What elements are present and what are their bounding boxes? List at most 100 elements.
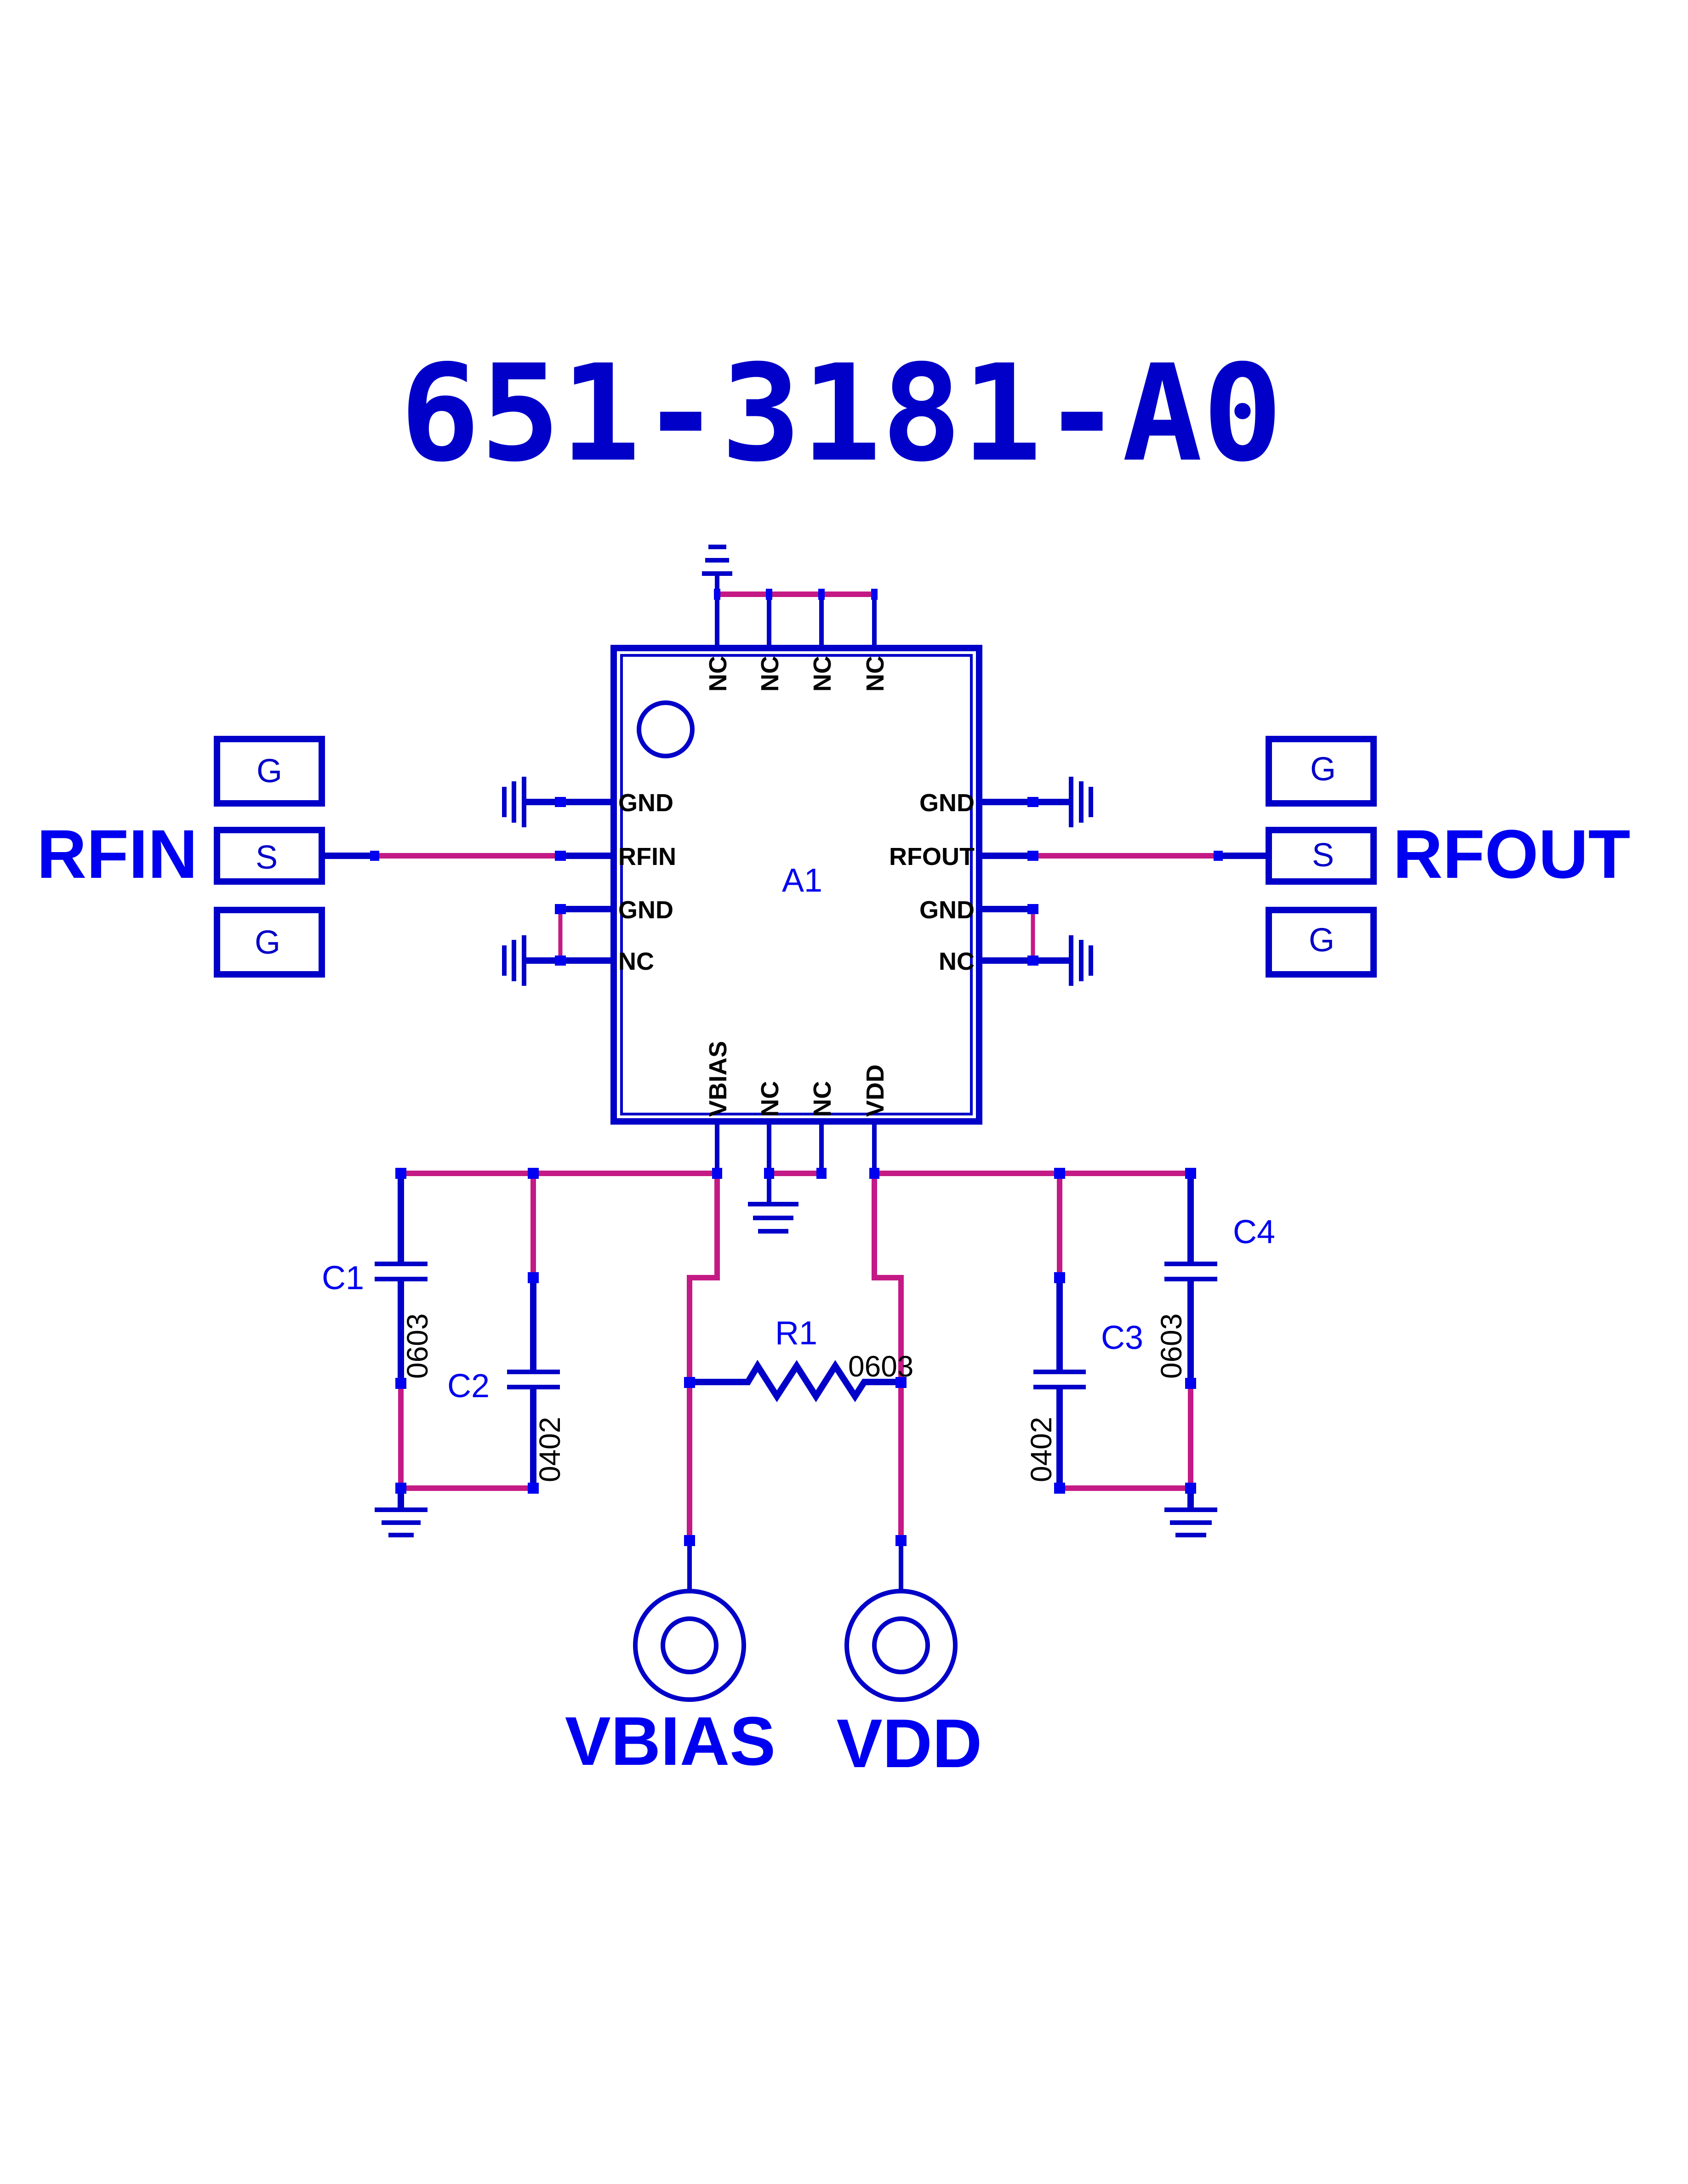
rfin-pad-g-top-label: G: [257, 753, 282, 790]
junction: [395, 1483, 406, 1494]
vdd-network: C3 0402 C4 0603: [874, 1168, 1275, 1537]
chip-a1[interactable]: A1 NC NC NC NC GND RFIN GND NC GND RFOUT…: [610, 645, 982, 1125]
pin-top-1-label: NC: [704, 656, 732, 692]
capacitor-c1[interactable]: C1 0603: [322, 1173, 434, 1383]
rfout-pad-g-top: [1266, 736, 1377, 807]
junction: [764, 1168, 774, 1179]
junction: [871, 589, 878, 600]
junction: [684, 1377, 695, 1388]
rfin-pad-g-bottom: [214, 907, 325, 978]
vbias-terminal[interactable]: VBIAS: [565, 1589, 776, 1780]
pin-bottom-1-label: VBIAS: [704, 1041, 732, 1117]
junction: [1027, 904, 1038, 914]
c3-package: 0402: [1025, 1417, 1058, 1482]
top-pins: [702, 545, 878, 648]
junction: [555, 851, 566, 861]
c4-package: 0603: [1155, 1314, 1188, 1379]
junction: [395, 1168, 406, 1179]
capacitor-c2[interactable]: C2 0402: [447, 1173, 566, 1488]
terminal-inner-icon: [661, 1616, 719, 1674]
vdd-feed-net[interactable]: [872, 1179, 904, 1540]
junction: [528, 1272, 539, 1283]
pin-right-1-label: GND: [919, 789, 975, 817]
junction: [528, 1168, 539, 1179]
terminal-inner-icon: [872, 1616, 930, 1674]
vbias-network: C1 0603 C2 0402: [322, 1168, 717, 1537]
rfout-pad-s-label: S: [1312, 837, 1334, 874]
junction: [869, 1168, 879, 1179]
junction: [1054, 1168, 1065, 1179]
capacitor-c4[interactable]: C4 0603: [1155, 1173, 1275, 1383]
rfout-port[interactable]: G S G RFOUT: [1038, 736, 1631, 978]
resistor-icon: [690, 1359, 901, 1403]
rfout-pad-g-top-label: G: [1310, 751, 1336, 788]
bottom-pins: [715, 1121, 877, 1234]
junction: [1027, 956, 1038, 966]
rfin-pad-s-label: S: [256, 839, 278, 876]
rfin-pad-g-bottom-label: G: [255, 924, 280, 961]
bias-feed: R1 0603: [684, 1179, 913, 1590]
chip-ref: A1: [782, 862, 822, 899]
c2-ref: C2: [447, 1368, 490, 1405]
vbias-feed-net[interactable]: [687, 1179, 720, 1540]
resistor-r1[interactable]: R1 0603: [690, 1315, 913, 1403]
pin-top-2-label: NC: [756, 656, 784, 692]
rfin-port[interactable]: RFIN G S G: [37, 736, 555, 978]
pin-right-3-label: GND: [919, 896, 975, 924]
pin-bottom-3-label: NC: [809, 1081, 836, 1117]
pin-left-1-label: GND: [618, 789, 673, 817]
c3-ref: C3: [1101, 1320, 1143, 1356]
junction: [370, 851, 379, 861]
ground-icon: [375, 1488, 428, 1537]
ground-icon: [1164, 1488, 1217, 1537]
c1-ref: C1: [322, 1260, 364, 1297]
ground-icon: [748, 1202, 798, 1234]
junction: [1214, 851, 1223, 861]
junction: [766, 589, 772, 600]
right-pins: [979, 777, 1093, 986]
pin-left-4-label: NC: [618, 948, 654, 975]
junction: [895, 1535, 907, 1546]
rfin-pad-g-top: [214, 736, 325, 807]
r1-ref: R1: [775, 1315, 817, 1352]
pin-top-3-label: NC: [809, 656, 836, 692]
pin-left-3-label: GND: [618, 896, 673, 924]
junction: [555, 956, 566, 966]
pin-right-2-label: RFOUT: [889, 843, 975, 870]
schematic-title: 651-3181-A0: [400, 336, 1283, 491]
pin-right-4-label: NC: [939, 948, 975, 975]
c4-ref: C4: [1233, 1214, 1275, 1251]
pin-bottom-2-label: NC: [756, 1081, 784, 1117]
ground-icon: [1069, 777, 1093, 827]
pin1-marker-icon: [637, 700, 695, 758]
rfout-label: RFOUT: [1393, 815, 1631, 893]
terminal-outer-icon: [633, 1589, 746, 1702]
vdd-label: VDD: [837, 1705, 982, 1782]
c1-package: 0603: [401, 1314, 434, 1379]
rfin-label: RFIN: [37, 815, 198, 893]
junction: [714, 589, 720, 600]
junction: [1027, 797, 1038, 807]
rfout-pad-s: [1266, 827, 1377, 885]
capacitor-c3[interactable]: C3 0402: [1025, 1173, 1143, 1488]
pin-bottom-4-label: VDD: [861, 1064, 889, 1117]
terminal-outer-icon: [844, 1589, 958, 1702]
vdd-terminal[interactable]: VDD: [837, 1589, 982, 1782]
junction: [1027, 851, 1038, 861]
junction: [895, 1377, 907, 1388]
junction: [684, 1535, 695, 1546]
ground-icon: [502, 777, 526, 827]
junction: [395, 1378, 406, 1389]
junction: [1185, 1378, 1196, 1389]
vbias-label: VBIAS: [565, 1702, 776, 1780]
ground-icon: [502, 935, 526, 986]
junction: [818, 589, 825, 600]
ground-icon: [1069, 935, 1093, 986]
chip-body: [610, 645, 982, 1125]
junction: [816, 1168, 827, 1179]
rfout-pad-g-bottom-label: G: [1309, 922, 1334, 959]
pin-top-4-label: NC: [861, 656, 889, 692]
ground-icon: [702, 545, 732, 589]
junction: [1054, 1483, 1065, 1494]
